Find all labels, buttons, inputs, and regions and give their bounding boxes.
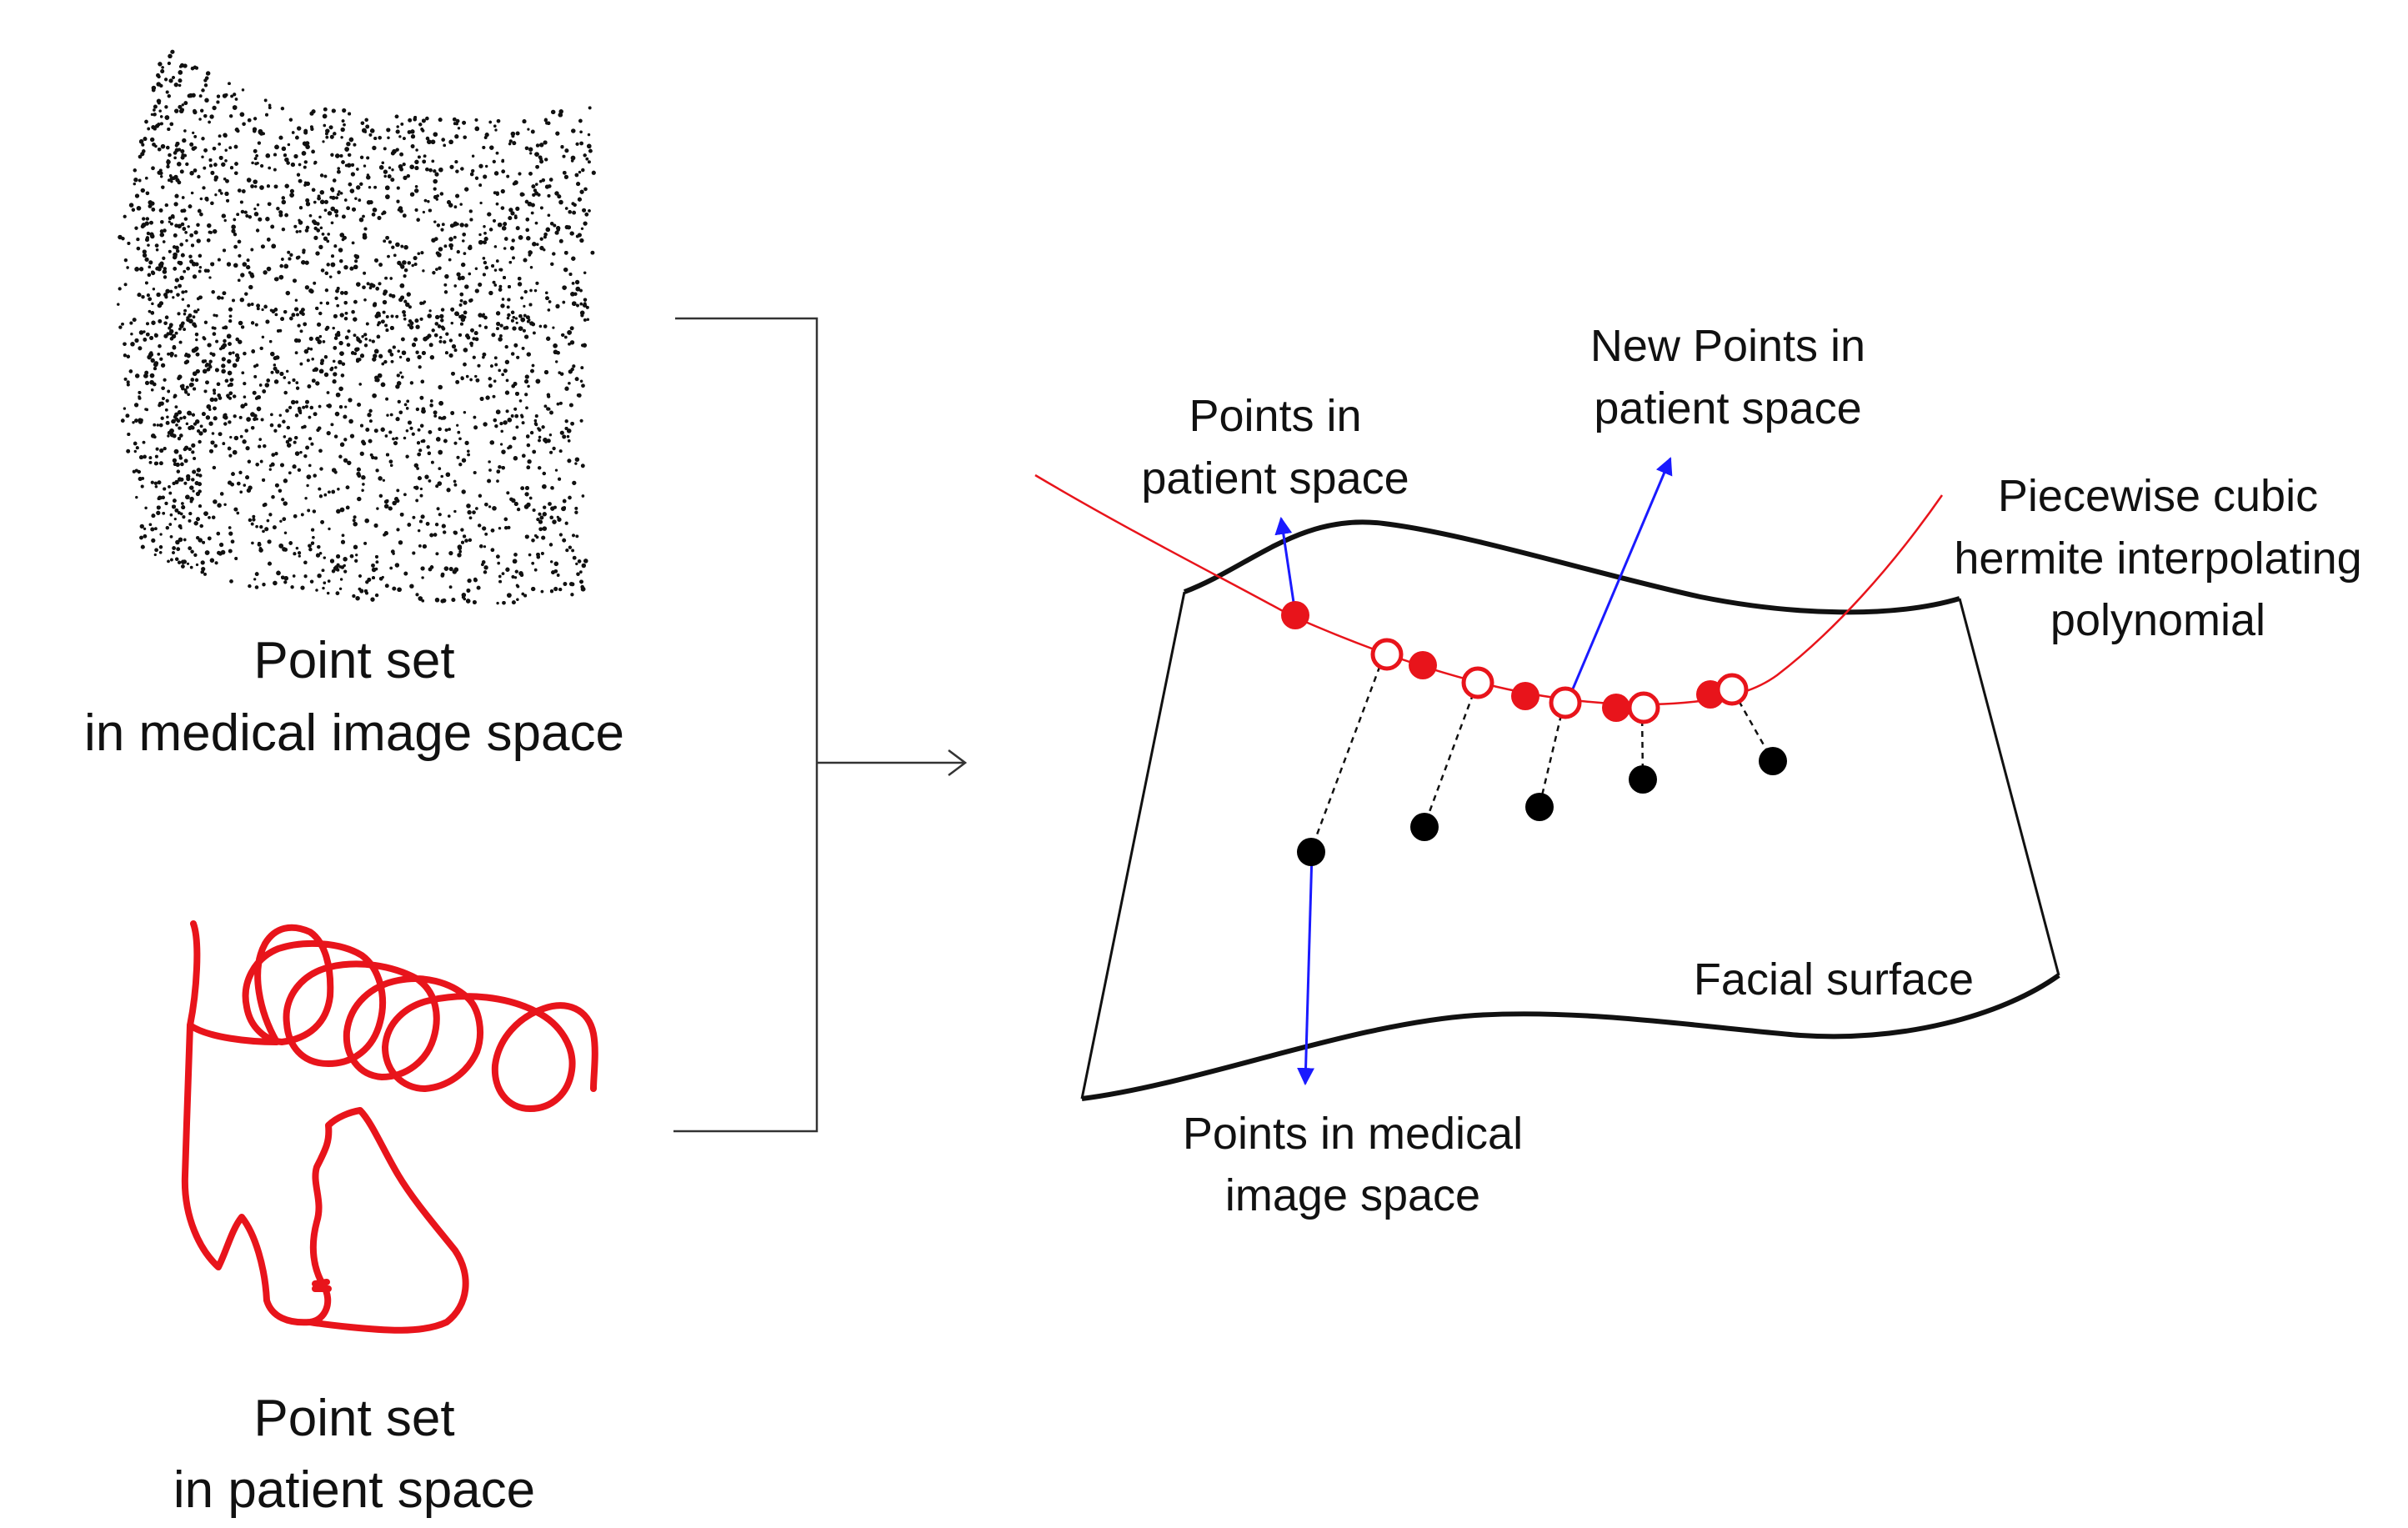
face-point-cloud [117,49,596,605]
arrow-to-points-in-medical-space [1297,852,1315,1086]
new-patient-point [1461,666,1494,699]
facial-surface-patch [1082,522,2059,1099]
points-patient-label-line1: Points in [1189,391,1361,441]
patient-points-filled [1281,601,1725,722]
patient-point [1511,682,1539,710]
points-patient-label-line2: patient space [1141,453,1409,503]
new-patient-point [1627,691,1660,724]
medical-caption-line2: in medical image space [84,704,624,762]
new-patient-point [1370,638,1404,671]
new-points-label-line2: patient space [1594,383,1861,433]
new-patient-points-hollow [1370,638,1749,724]
surface-bottom-edge [1081,973,2060,1101]
indicator-arrows [1274,457,1673,1086]
surface-right-edge [1958,598,2060,976]
arrow-to-points-in-patient-space [1274,516,1297,614]
patient-point [1281,601,1309,629]
patient-caption-line1: Point set [253,1390,454,1447]
medical-point [1410,813,1439,841]
points-medical-label-line2: image space [1225,1170,1480,1220]
points-medical-label-line1: Points in medical [1183,1109,1523,1159]
medical-point [1297,838,1325,866]
patient-caption-line2: in patient space [173,1461,535,1519]
hermite-label-line2: hermite interpolating [1954,534,2361,584]
new-points-label-line1: New Points in [1590,321,1865,371]
hermite-label-line3: polynomial [2050,595,2265,645]
patient-point [1409,651,1437,679]
medical-caption-line1: Point set [253,632,454,689]
patient-point-trace [181,920,598,1334]
medical-point [1525,793,1554,821]
medical-point [1629,765,1657,794]
hermite-label-line1: Piecewise cubic [1998,471,2318,521]
facial-surface-label: Facial surface [1694,954,1974,1004]
medical-points [1297,747,1787,866]
merge-bracket [673,317,968,1133]
medical-point [1759,747,1787,775]
hermite-interpolating-curve [1034,473,1944,706]
new-patient-point [1549,686,1582,719]
arrow-to-new-points [1565,457,1673,704]
surface-left-edge [1080,591,1186,1100]
patient-point [1602,694,1630,722]
new-patient-point [1715,673,1749,706]
